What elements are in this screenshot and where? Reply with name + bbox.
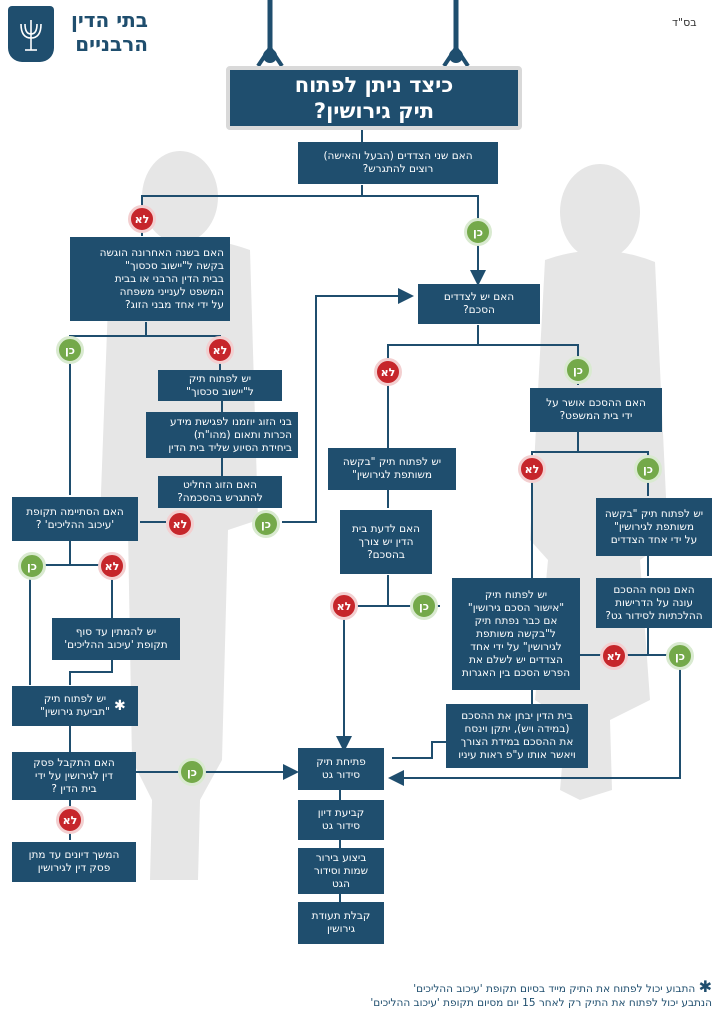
q-freeze-ended: האם הסתיימה תקופת 'עיכוב ההליכים' ?	[12, 497, 138, 541]
yes-badge: כן	[634, 455, 662, 483]
open-shalom: יש לפתוח תיק ל"יישוב סכסוך"	[158, 370, 282, 401]
page-title: כיצד ניתן לפתוח תיק גירושין?	[226, 66, 522, 130]
wait-freeze: יש להמתין עד סוף תקופת 'עיכוב ההליכים'	[52, 618, 180, 660]
org-name: בתי הדין הרבניים	[71, 8, 148, 56]
open-get: פתיחת תיק סידור גט	[298, 748, 384, 790]
emblem-icon	[8, 6, 54, 62]
no-badge: לא	[330, 592, 358, 620]
q-meets-reqs: האם נוסח ההסכם עונה על הדרישות ההלכתיות …	[596, 578, 712, 628]
meeting: בני הזוג יוזמנו לפגישת מידע הכרות ותאום …	[146, 412, 298, 458]
open-joint: יש לפתוח תיק "בקשה משותפת לגירושין"	[328, 448, 456, 490]
no-badge: לא	[166, 510, 194, 538]
footnote-line-1: התבוע יכול לפתוח את התיק מייד בסיום תקופ…	[413, 983, 696, 995]
inquiry: ביצוע בירור שמות וסידור הגט	[298, 848, 384, 894]
continue-hearings: המשך דיונים עד מתן פסק דין לגירושין	[12, 842, 136, 882]
sign-chains	[256, 0, 470, 68]
no-badge: לא	[98, 552, 126, 580]
yes-badge: כן	[56, 336, 84, 364]
yes-badge: כן	[18, 552, 46, 580]
q-need-agreement: האם לדעת בית הדין יש צורך בהסכם?	[340, 510, 432, 574]
q-decided-agree: האם הזוג החליט להתגרש בהסכמה?	[158, 476, 282, 508]
no-badge: לא	[600, 642, 628, 670]
q-recent-shalom: האם בשנה האחרונה הוגשה בקשה ל"יישוב סכסו…	[70, 237, 230, 321]
footnote: ✱ התבוע יכול לפתוח את התיק מייד בסיום תק…	[230, 977, 712, 1010]
q-both-want: האם שני הצדדים (הבעל והאישה) רוצים להתגר…	[298, 142, 498, 184]
yes-badge: כן	[410, 592, 438, 620]
no-badge: לא	[206, 336, 234, 364]
footnote-line-2: הנתבע יכול לפתוח את התיק רק לאחר 15 יום …	[370, 997, 712, 1009]
q-agreement: האם יש לצדדים הסכם?	[418, 284, 540, 324]
yes-badge: כן	[252, 510, 280, 538]
q-ruling: האם התקבל פסק דין לגירושין על ידי בית הד…	[12, 752, 136, 800]
yes-badge: כן	[666, 642, 694, 670]
certificate: קבלת תעודת גירושין	[298, 902, 384, 944]
footnote-star-icon: ✱	[114, 698, 126, 714]
q-approved: האם ההסכם אושר על ידי בית המשפט?	[530, 388, 662, 432]
yes-badge: כן	[464, 218, 492, 246]
open-joint-one: יש לפתוח תיק "בקשה משותפת לגירושין" על י…	[596, 498, 712, 556]
hearing: קביעת דיון סידור גט	[298, 800, 384, 840]
top-mark: בס"ד	[672, 16, 697, 29]
no-badge: לא	[56, 806, 84, 834]
yes-badge: כן	[564, 356, 592, 384]
open-claim: יש לפתוח תיק "תביעת גירושין"	[12, 686, 138, 726]
yes-badge: כן	[178, 758, 206, 786]
no-badge: לא	[518, 455, 546, 483]
court-review: בית הדין יבחן את ההסכם (במידה ויש), יתקן…	[446, 704, 588, 768]
open-approval: יש לפתוח תיק "אישור הסכם גירושין" אם כבר…	[452, 578, 580, 690]
star-icon: ✱	[698, 977, 712, 996]
no-badge: לא	[128, 205, 156, 233]
no-badge: לא	[374, 358, 402, 386]
